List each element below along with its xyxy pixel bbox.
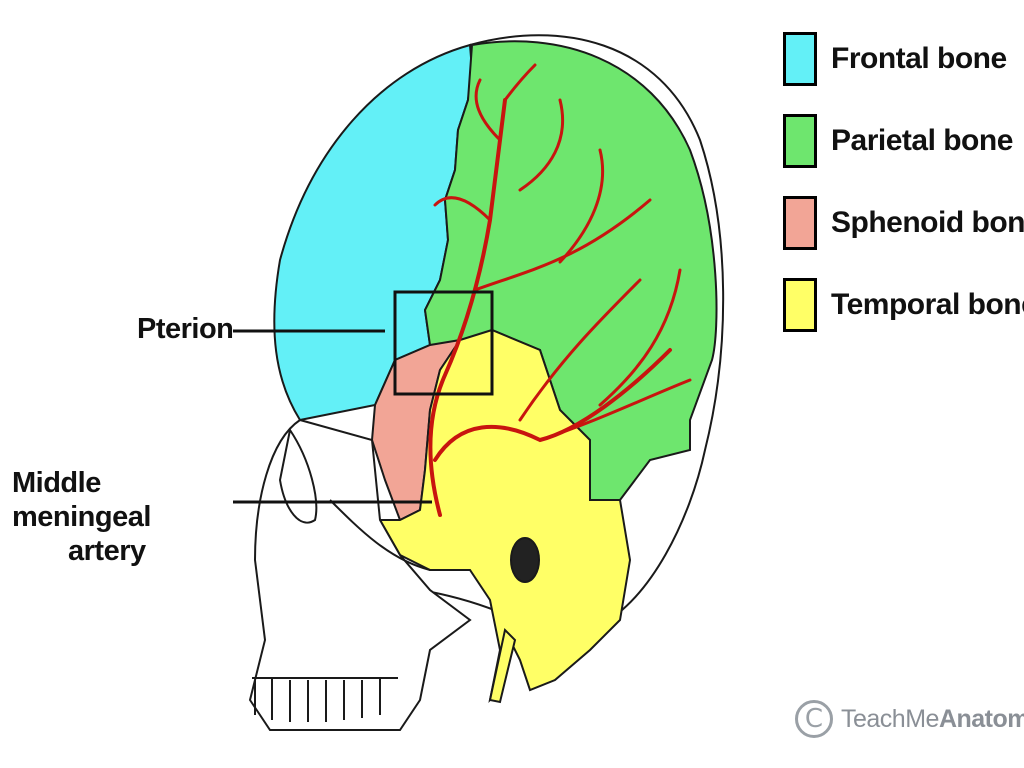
legend-item-temporal: Temporal bone [783, 274, 1024, 336]
middle-meningeal-artery [428, 63, 692, 517]
teeth-outline [252, 677, 398, 722]
legend-item-sphenoid: Sphenoid bone [783, 192, 1024, 254]
legend-item-parietal: Parietal bone [783, 110, 1023, 172]
legend-item-frontal: Frontal bone [783, 28, 1023, 90]
pterion-label: Pterion [137, 313, 234, 345]
watermark-brand-part2: Anatomy [938, 704, 1024, 733]
legend-label-frontal: Frontal bone [831, 42, 1007, 75]
legend-label-sphenoid: Sphenoid bone [831, 206, 1024, 239]
face-outline [248, 418, 472, 731]
orbit-outline [278, 427, 318, 524]
legend-swatch-sphenoid [783, 196, 817, 250]
watermark-brand: TeachMeAnatomy [841, 705, 1024, 734]
artery-label-line-1: Middle meningeal [12, 467, 151, 533]
middle-meningeal-artery-label: Middle meningeal artery [12, 466, 242, 568]
copyright-icon: C [795, 700, 833, 738]
zygomatic-outline [329, 499, 431, 571]
legend: Frontal bone Parietal bone Sphenoid bone… [783, 28, 1024, 356]
watermark-brand-part1: TeachMe [841, 704, 939, 733]
ear-canal [510, 537, 540, 583]
artery-label-line-2: artery [68, 535, 146, 567]
legend-swatch-frontal [783, 32, 817, 86]
styloid-process [488, 627, 517, 704]
pterion-box [393, 290, 494, 396]
legend-label-temporal: Temporal bone [831, 288, 1024, 321]
watermark: C TeachMeAnatomy [795, 700, 1024, 738]
legend-swatch-temporal [783, 278, 817, 332]
legend-label-parietal: Parietal bone [831, 124, 1013, 157]
legend-swatch-parietal [783, 114, 817, 168]
